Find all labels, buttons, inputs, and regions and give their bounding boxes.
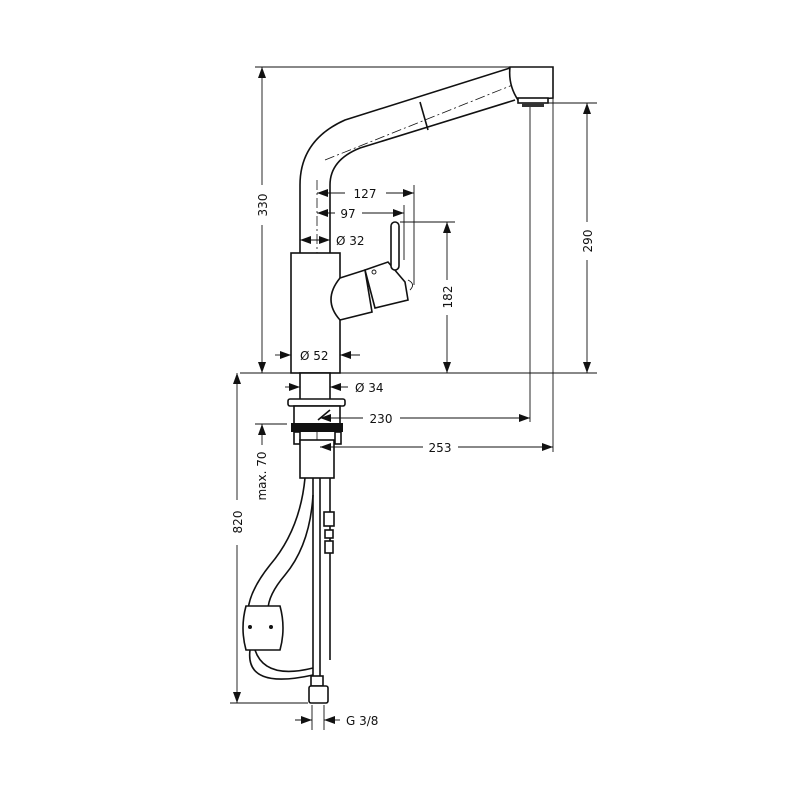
dim-max70: max. 70 (255, 423, 287, 501)
dim-g38: G 3/8 (295, 705, 378, 730)
dim-230-label: 230 (370, 412, 393, 426)
spout-centerline (324, 77, 531, 161)
dim-290: 290 (581, 103, 595, 373)
dim-253: 253 (320, 441, 553, 455)
dim-97-label: 97 (340, 207, 355, 221)
dim-127-label: 127 (354, 187, 377, 201)
dim-330: 330 (256, 67, 270, 373)
dim-max70-label: max. 70 (255, 451, 269, 500)
dim-d34-label: Ø 34 (355, 381, 384, 395)
dim-d52: Ø 52 (275, 349, 360, 363)
dim-d34: Ø 34 (285, 381, 384, 395)
dim-820: 820 (230, 373, 308, 704)
dim-330-label: 330 (256, 194, 270, 217)
dim-820-label: 820 (231, 511, 245, 534)
dim-97: 97 (317, 207, 404, 221)
dim-253-label: 253 (429, 441, 452, 455)
dim-g38-label: G 3/8 (346, 714, 378, 728)
dim-d52-label: Ø 52 (300, 349, 329, 363)
spout (299, 66, 554, 253)
dim-d32: Ø 32 (300, 234, 365, 248)
dim-127: 127 (317, 187, 414, 201)
dim-290-label: 290 (581, 230, 595, 253)
mixer-handle (330, 221, 413, 321)
dim-182-label: 182 (441, 286, 455, 309)
hoses (242, 477, 335, 704)
dim-182: 182 (441, 222, 455, 373)
dim-230: 230 (320, 412, 530, 426)
dim-d32-label: Ø 32 (336, 234, 365, 248)
